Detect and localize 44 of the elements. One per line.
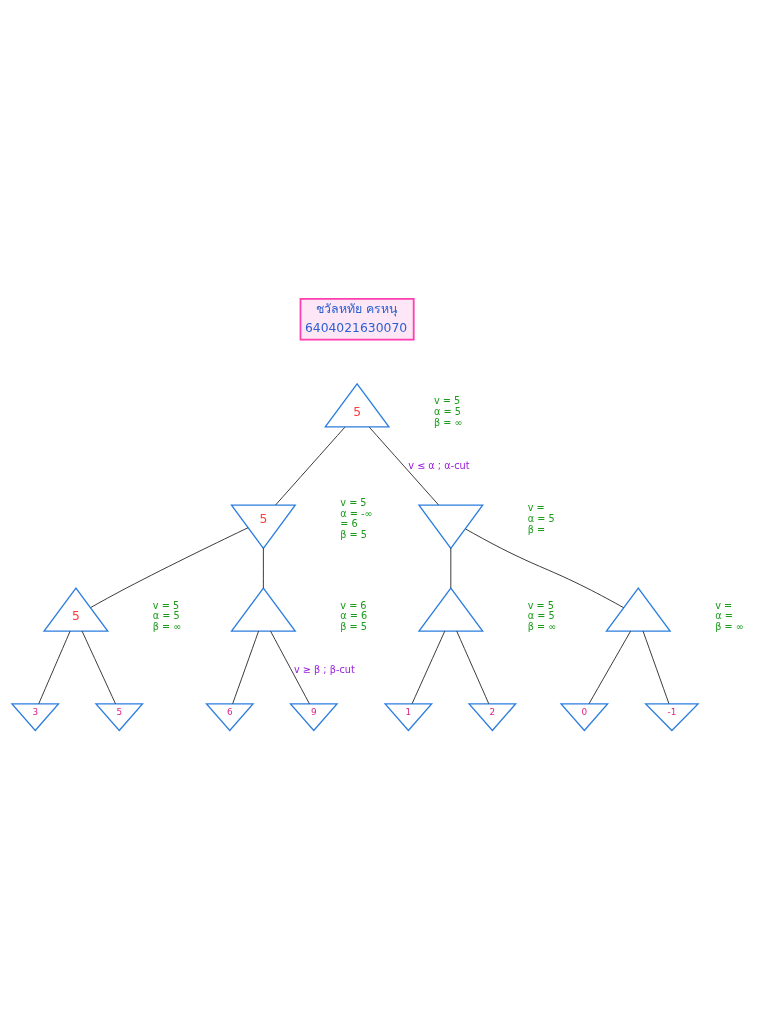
- connector: [232, 630, 259, 704]
- node-triangle: [230, 586, 297, 632]
- connector: [368, 426, 439, 505]
- node-label: β = ∞: [434, 416, 463, 428]
- connector: [270, 630, 310, 704]
- node-triangle: [417, 586, 484, 632]
- node-label: = 6: [340, 517, 358, 529]
- label: 6404021630070: [304, 320, 408, 335]
- connector: [642, 630, 670, 704]
- connector: [275, 426, 346, 505]
- connector: [262, 547, 264, 588]
- node-label: v = 6: [340, 599, 367, 611]
- node-label: v = 5: [527, 599, 555, 611]
- node-label: α = 6: [340, 609, 368, 621]
- node-triangle: [417, 504, 484, 549]
- node-label: v = 5: [152, 599, 180, 611]
- label: ชวัลหทัย ครหนุ: [316, 301, 398, 316]
- node-label: α = 5: [434, 405, 461, 417]
- connector: [456, 630, 490, 704]
- node-label: v =: [527, 501, 545, 513]
- connector: [81, 630, 116, 704]
- node-label: v = 5: [340, 496, 367, 508]
- edge-label: v ≤ α ; α-cut: [408, 459, 470, 471]
- connector: [450, 547, 452, 588]
- connector: [465, 528, 625, 608]
- node-label: β = ∞: [527, 620, 557, 632]
- edge-label: v ≥ β ; β-cut: [293, 663, 355, 675]
- node-label: β = 5: [340, 620, 368, 632]
- node-label: β = ∞: [152, 620, 182, 632]
- node-label: v =: [715, 599, 733, 611]
- node-label: v = 5: [434, 394, 461, 406]
- node-label: α = 5: [527, 609, 555, 621]
- node-label: β = ∞: [715, 620, 744, 632]
- node-label: α =: [715, 609, 733, 621]
- connector: [588, 630, 631, 704]
- node-label: β =: [527, 523, 546, 535]
- node-label: α = 5: [527, 512, 555, 524]
- node-label: α = -∞: [340, 507, 373, 519]
- node-label: β = 5: [340, 528, 368, 540]
- node-triangle: [605, 586, 672, 632]
- connector: [90, 526, 249, 608]
- node-label: α = 5: [152, 609, 180, 621]
- connector: [38, 630, 71, 704]
- connector: [411, 630, 446, 704]
